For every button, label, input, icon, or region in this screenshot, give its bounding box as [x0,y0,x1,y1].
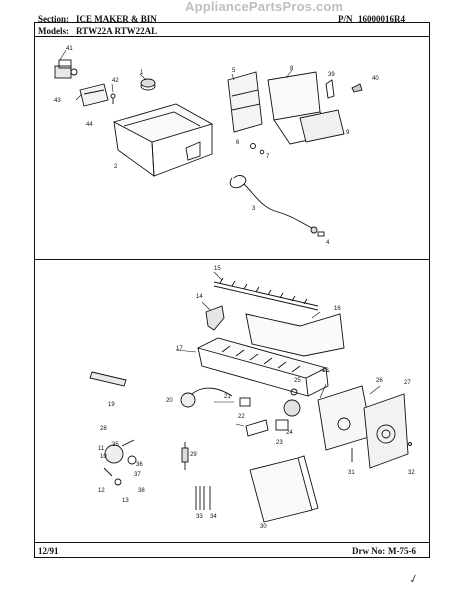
diagram-frame [34,22,430,558]
callout-6: 6 [236,140,240,146]
part-27-cover-illustration [363,393,409,469]
part-5-bracket-illustration [227,71,263,133]
signature-mark: ✓ [407,571,420,587]
drw-value: M-75-6 [388,546,416,556]
callout-13: 13 [122,498,129,504]
part-16-shield-illustration [245,313,345,357]
callout-21: 21 [224,394,231,400]
callout-36: 36 [136,462,143,468]
part-23-illustration [275,419,289,431]
callout-23: 23 [276,440,283,446]
part-19-tube-illustration [89,371,127,387]
callout-28: 28 [100,426,107,432]
callout-30: 30 [260,524,267,530]
part-1-knob-illustration [140,78,156,91]
callout-43: 43 [54,98,61,104]
part-42-screw-illustration [110,93,116,104]
callout-32: 32 [408,470,415,476]
part-switch-cluster-illustration [103,439,137,486]
pn-label: P/N [338,14,353,24]
watermark-text: AppliancePartsPros.com [185,0,344,14]
part-4-connector-illustration [317,231,325,237]
part-41-motor-illustration [54,59,78,79]
part-29-fuse-illustration [181,442,189,470]
part-2-ice-bin-illustration [112,103,214,177]
callout-12: 12 [98,488,105,494]
callout-18: 18 [322,368,329,374]
callout-8: 8 [290,66,294,72]
callout-34: 34 [210,514,217,520]
callout-29: 29 [190,452,197,458]
callout-3: 3 [252,206,256,212]
callout-41: 41 [66,46,73,52]
footer-date: 12/91 [38,546,59,556]
models-value: RTW22A RTW22AL [76,26,158,36]
callout-26: 26 [376,378,383,384]
callout-4: 4 [326,240,330,246]
callout-15: 15 [214,266,221,272]
header-divider [34,36,430,37]
callout-14: 14 [196,294,203,300]
callout-1: 1 [140,70,144,76]
callout-2: 2 [114,164,118,170]
callout-44: 44 [86,122,93,128]
callout-25: 25 [294,378,301,384]
part-24-gear-illustration [283,399,301,417]
part-15-ejector-illustration [213,277,319,311]
section-divider [34,259,430,260]
callout-11: 11 [98,446,105,452]
part-39-clip-illustration [325,79,335,99]
callout-20: 20 [166,398,173,404]
part-14-lever-illustration [205,305,225,331]
callout-42: 42 [112,78,119,84]
callout-10: 10 [100,454,107,460]
drw-label: Drw No: [352,546,386,556]
part-43-cover-illustration [79,83,109,107]
callout-17: 17 [176,346,183,352]
section-value: ICE MAKER & BIN [76,14,157,24]
part-32-screw-illustration [408,442,412,446]
callout-22: 22 [238,414,245,420]
part-21-illustration [239,397,251,407]
callout-40: 40 [372,76,379,82]
callout-9: 9 [346,130,350,136]
callout-7: 7 [266,154,270,160]
footer-divider [34,542,430,543]
callout-33: 33 [196,514,203,520]
part-30-box-illustration [249,455,319,523]
models-label: Models: [38,26,69,36]
callout-31: 31 [348,470,355,476]
section-label: Section: [38,14,69,24]
callout-5: 5 [232,68,236,74]
part-17-mold-illustration [196,337,329,397]
part-25-illustration [290,388,298,396]
callout-24: 24 [286,430,293,436]
part-6-illustration [250,143,256,149]
callout-16: 16 [334,306,341,312]
part-20-thermostat-illustration [180,387,233,408]
callout-37: 37 [134,472,141,478]
part-3-harness-illustration [229,175,325,237]
part-7-illustration [259,149,265,155]
callout-35: 35 [112,442,119,448]
callout-19: 19 [108,402,115,408]
callout-38: 38 [138,488,145,494]
part-9-door-illustration [299,109,345,143]
callout-39: 39 [328,72,335,78]
callout-27: 27 [404,380,411,386]
part-40-clip-illustration [351,83,363,93]
pn-value: 16000016R4 [358,14,405,24]
part-22-illustration [245,419,269,437]
part-33-wire-illustration [195,486,205,510]
